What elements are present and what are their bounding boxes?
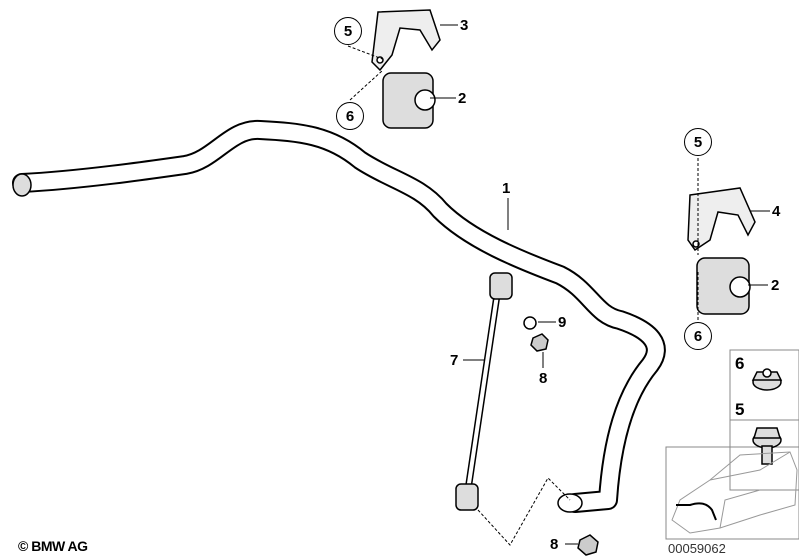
callout-7: 7: [450, 352, 459, 369]
callout-5-right: 5: [684, 128, 712, 156]
callout-6-upper: 6: [336, 102, 364, 130]
legend-panel: [665, 349, 799, 540]
copyright-text: © BMW AG: [18, 538, 88, 554]
callout-9: 9: [558, 314, 567, 331]
callout-8-lower: 8: [550, 536, 559, 553]
diagram-id: 00059062: [668, 541, 726, 556]
callout-6-right: 6: [684, 322, 712, 350]
legend-box-5-label: 5: [735, 400, 745, 419]
callout-1: 1: [502, 180, 511, 197]
link-rod: [455, 272, 599, 556]
nut-icon: [751, 368, 783, 391]
car-thumbnail-icon: [671, 451, 798, 534]
bolt-icon: [752, 427, 782, 465]
callout-2-right: 2: [771, 277, 780, 294]
callout-8-upper: 8: [539, 370, 548, 387]
leader-lines: [347, 24, 770, 546]
callout-5-upper: 5: [334, 17, 362, 45]
stabilizer-bar: [12, 120, 666, 513]
callout-3: 3: [460, 17, 469, 34]
legend-box-6-label: 6: [735, 354, 745, 373]
callout-2-upper: 2: [458, 90, 467, 107]
bracket-right: [687, 187, 756, 315]
bracket-upper: [371, 9, 441, 129]
callout-4: 4: [772, 203, 781, 220]
